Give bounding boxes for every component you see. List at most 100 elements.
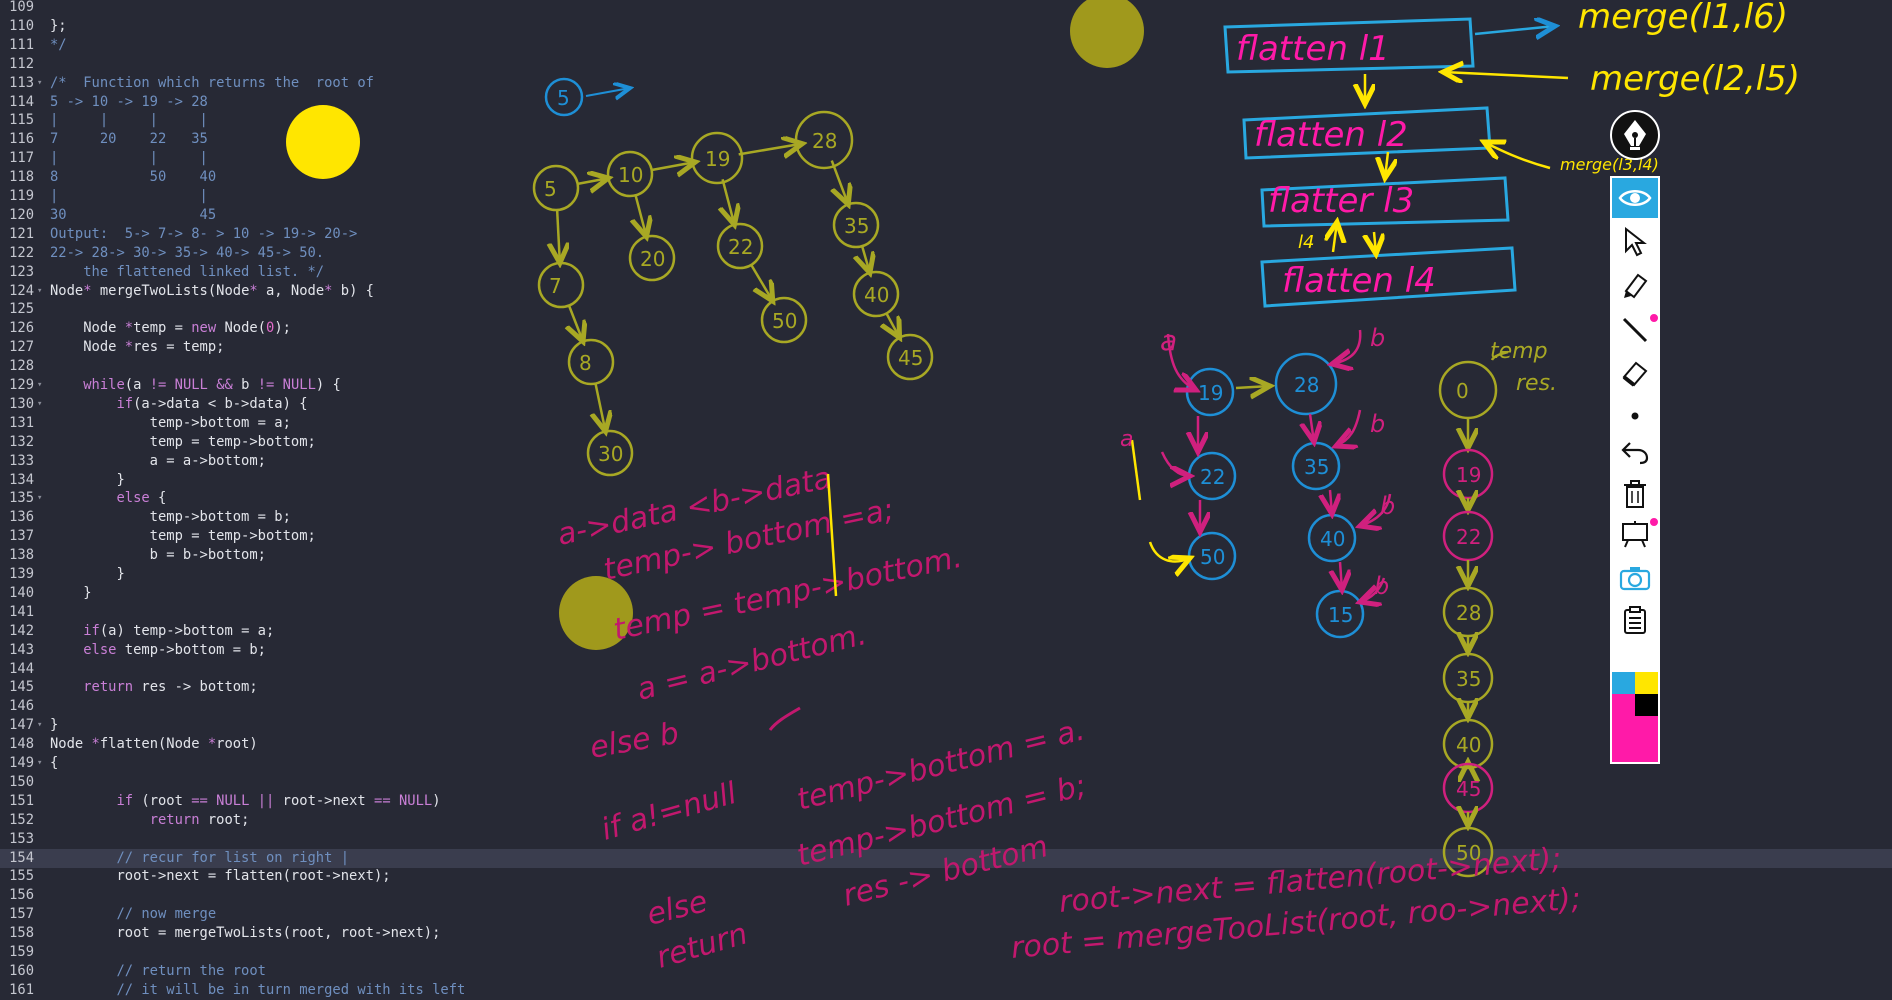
code-text: the flattened linked list. */ — [50, 263, 325, 280]
code-line[interactable]: 147▾} — [0, 716, 1892, 735]
line-number: 154 — [9, 849, 34, 866]
code-line[interactable]: 156 — [0, 886, 1892, 905]
camera-icon[interactable] — [1612, 558, 1658, 598]
code-line[interactable]: 145 return res -> bottom; — [0, 678, 1892, 697]
code-line[interactable]: 140 } — [0, 584, 1892, 603]
code-line[interactable]: 144 — [0, 660, 1892, 679]
pen-icon[interactable] — [1610, 110, 1660, 160]
highlighter-icon[interactable] — [1612, 266, 1658, 306]
code-text: 8 50 40 — [50, 169, 217, 186]
line-number: 133 — [9, 452, 34, 469]
fold-chevron-icon[interactable]: ▾ — [37, 398, 43, 409]
line-number: 136 — [9, 509, 34, 526]
code-line[interactable]: 109 — [0, 0, 1892, 17]
code-line[interactable]: 124▾Node* mergeTwoLists(Node* a, Node* b… — [0, 282, 1892, 301]
code-line[interactable]: 149▾{ — [0, 754, 1892, 773]
trash-icon[interactable] — [1612, 474, 1658, 514]
code-line[interactable]: 142 if(a) temp->bottom = a; — [0, 622, 1892, 641]
code-line[interactable]: 123 the flattened linked list. */ — [0, 263, 1892, 282]
code-text: } — [50, 717, 59, 734]
code-line[interactable]: 134 } — [0, 471, 1892, 490]
code-line[interactable]: 158 root = mergeTwoLists(root, root->nex… — [0, 924, 1892, 943]
code-line[interactable]: 152 return root; — [0, 811, 1892, 830]
color-swatch-black[interactable] — [1635, 694, 1658, 716]
code-text: */ — [50, 36, 67, 53]
fold-chevron-icon[interactable]: ▾ — [37, 493, 43, 504]
color-swatch-yellow[interactable] — [1635, 672, 1658, 694]
code-line[interactable]: 138 b = b->bottom; — [0, 546, 1892, 565]
code-line[interactable]: 150 — [0, 773, 1892, 792]
color-swatch-magenta[interactable] — [1612, 694, 1635, 716]
line-icon[interactable] — [1612, 310, 1658, 350]
code-line[interactable]: 154 // recur for list on right | — [0, 848, 1892, 868]
code-line[interactable]: 160 // return the root — [0, 962, 1892, 981]
color-swatch-selected[interactable] — [1612, 716, 1658, 762]
fold-chevron-icon[interactable]: ▾ — [37, 285, 43, 296]
clipboard-icon[interactable] — [1612, 600, 1658, 640]
line-number: 111 — [9, 36, 34, 53]
line-number: 138 — [9, 547, 34, 564]
code-line[interactable]: 131 temp->bottom = a; — [0, 414, 1892, 433]
code-line[interactable]: 141 — [0, 603, 1892, 622]
whiteboard-icon[interactable] — [1612, 514, 1658, 554]
fold-chevron-icon[interactable]: ▾ — [37, 380, 43, 390]
code-line[interactable]: 136 temp->bottom = b; — [0, 508, 1892, 527]
pointer-icon[interactable] — [1612, 222, 1658, 262]
code-line[interactable]: 133 a = a->bottom; — [0, 452, 1892, 471]
eraser-icon[interactable] — [1612, 354, 1658, 394]
line-number: 137 — [9, 528, 34, 545]
code-text: // it will be in turn merged with its le… — [50, 981, 466, 998]
code-line[interactable]: 112 — [0, 55, 1892, 74]
code-line[interactable]: 132 temp = temp->bottom; — [0, 433, 1892, 452]
code-line[interactable]: 161 // it will be in turn merged with it… — [0, 981, 1892, 1000]
undo-icon[interactable] — [1612, 432, 1658, 472]
code-line[interactable]: 127 Node *res = temp; — [0, 338, 1892, 357]
code-line[interactable]: 126 Node *temp = new Node(0); — [0, 319, 1892, 338]
code-text: else temp->bottom = b; — [83, 641, 266, 658]
code-line[interactable]: 135▾ else { — [0, 489, 1892, 508]
code-line[interactable]: 129▾ while(a != NULL && b != NULL) { — [0, 376, 1892, 395]
dot-icon[interactable] — [1612, 396, 1658, 436]
code-line[interactable]: 128 — [0, 357, 1892, 376]
fold-chevron-icon[interactable]: ▾ — [37, 758, 43, 768]
code-text: if (root == NULL || root->next == NULL) — [116, 792, 441, 809]
color-swatch-cyan[interactable] — [1612, 672, 1635, 694]
code-line[interactable]: 159 — [0, 943, 1892, 962]
code-text: { — [50, 755, 59, 771]
line-number: 134 — [9, 471, 34, 488]
code-line[interactable]: 157 // now merge — [0, 905, 1892, 924]
code-text: root->next = flatten(root->next); — [50, 868, 391, 885]
eye-icon[interactable] — [1612, 178, 1658, 218]
code-line[interactable]: 111 */ — [0, 36, 1892, 55]
code-line[interactable]: 137 temp = temp->bottom; — [0, 527, 1892, 546]
code-line[interactable]: 139 } — [0, 565, 1892, 584]
line-number: 152 — [9, 811, 34, 828]
code-text: // recur for list on right | — [50, 849, 350, 866]
code-line[interactable]: 151 if (root == NULL || root->next == NU… — [0, 792, 1892, 811]
line-number: 132 — [9, 433, 34, 450]
code-line[interactable]: 117| | | — [0, 149, 1892, 168]
code-line[interactable]: 155 root->next = flatten(root->next); — [0, 867, 1892, 886]
code-line[interactable]: 143 else temp->bottom = b; — [0, 641, 1892, 660]
code-line[interactable]: 125 — [0, 300, 1892, 319]
line-number: 153 — [9, 830, 34, 847]
code-line[interactable]: 146 — [0, 697, 1892, 716]
fold-chevron-icon[interactable]: ▾ — [37, 720, 43, 731]
code-line[interactable]: 119| | — [0, 187, 1892, 206]
line-number: 142 — [9, 622, 34, 639]
fold-chevron-icon[interactable]: ▾ — [37, 77, 43, 88]
code-line[interactable]: 113▾/* Function which returns the root o… — [0, 74, 1892, 93]
code-text: | | | — [50, 150, 208, 167]
code-line[interactable]: 115| | | | — [0, 111, 1892, 130]
code-line[interactable]: 153 — [0, 830, 1892, 849]
code-line[interactable]: 130▾ if(a->data < b->data) { — [0, 395, 1892, 414]
code-line[interactable]: 110}; — [0, 17, 1892, 36]
